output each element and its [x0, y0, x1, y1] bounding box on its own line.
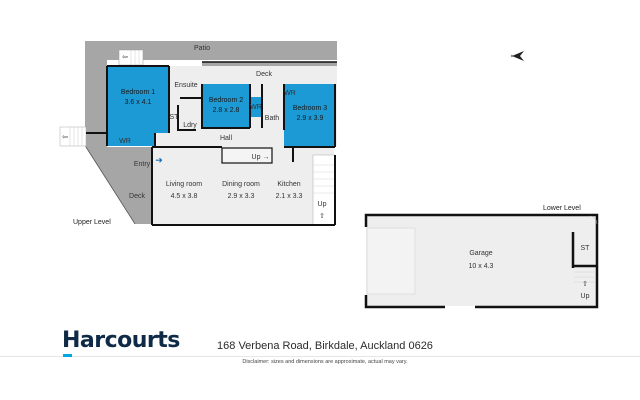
level-label-lower: Lower Level: [543, 205, 581, 212]
bedroom-3-area: [284, 84, 335, 147]
garage-door-area: [366, 227, 416, 295]
property-address: 168 Verbena Road, Birkdale, Auckland 062…: [217, 340, 433, 352]
room-label-deck-side: Deck: [129, 193, 145, 200]
footer-divider: [0, 356, 640, 357]
brand-logo-accent: [63, 354, 72, 357]
room-dims-bedroom-2: 2.8 x 2.8: [213, 107, 240, 114]
stair-up-label: Up: [581, 293, 590, 300]
stair-arrow-icon: ⇧: [582, 280, 588, 288]
room-label-bath: Bath: [265, 115, 280, 122]
room-dims-kitchen: 2.1 x 3.3: [276, 193, 303, 200]
brand-logo: Harcourts: [62, 328, 180, 353]
disclaimer-text: Disclaimer: sizes and dimensions are app…: [242, 359, 408, 365]
room-label-entry: Entry: [134, 161, 151, 168]
stair-left: [59, 126, 87, 147]
wr-1-area: [107, 133, 155, 146]
room-label-wr-2: WR: [250, 104, 262, 111]
north-arrow-icon: [510, 51, 524, 61]
walls: [86, 65, 336, 226]
stair-up-label: Up: [318, 201, 327, 208]
room-label-wr-1: WR: [119, 138, 131, 145]
room-label-ldry: Ldry: [183, 122, 197, 129]
bedroom-1-area: [107, 66, 169, 133]
room-label-bedroom-2: Bedroom 2: [209, 97, 243, 104]
stair-inner: [221, 147, 273, 164]
room-dims-garage: 10 x 4.3: [469, 263, 494, 270]
room-label-patio: Patio: [194, 45, 210, 52]
room-dims-bedroom-1: 3.6 x 4.1: [125, 99, 152, 106]
room-label-st-lower: ST: [581, 245, 591, 252]
stair-arrow-icon: ⇧: [319, 212, 325, 220]
room-dims-bedroom-3: 2.9 x 3.9: [297, 115, 324, 122]
room-label-garage: Garage: [469, 250, 492, 257]
stair-arrow-icon: →: [263, 154, 270, 161]
room-label-st: ST: [170, 114, 180, 121]
stair-arrow-icon: ⇦: [122, 54, 128, 61]
room-label-bedroom-1: Bedroom 1: [121, 89, 155, 96]
room-label-dining: Dining room: [222, 181, 260, 188]
bedroom-2-area: [202, 84, 250, 128]
room-label-bedroom-3: Bedroom 3: [293, 105, 327, 112]
room-dims-living: 4.5 x 3.8: [171, 193, 198, 200]
room-label-living: Living room: [166, 181, 202, 188]
patio-left-strip: [85, 41, 107, 147]
stair-up-label: Up: [252, 154, 261, 161]
room-label-deck-top: Deck: [256, 71, 272, 78]
wr-2-area: [250, 97, 262, 117]
room-label-kitchen: Kitchen: [277, 181, 300, 188]
entry-arrow-icon: ➜: [155, 155, 163, 165]
stair-arrow-icon: ⇦: [62, 134, 68, 141]
deck-side-area: [86, 147, 152, 224]
room-dims-dining: 2.9 x 3.3: [228, 193, 255, 200]
upper-level: ⇦ ⇦ Up ⇧ Up →: [59, 41, 337, 226]
lower-level: Garage 10 x 4.3 ST ⇧ Up Lower Level: [364, 205, 599, 309]
level-label-upper: Upper Level: [73, 219, 111, 226]
patio-area: [85, 41, 337, 60]
room-label-hall: Hall: [220, 135, 233, 142]
room-label-ensuite: Ensuite: [174, 82, 197, 89]
room-label-wr-3: WR: [284, 90, 296, 97]
